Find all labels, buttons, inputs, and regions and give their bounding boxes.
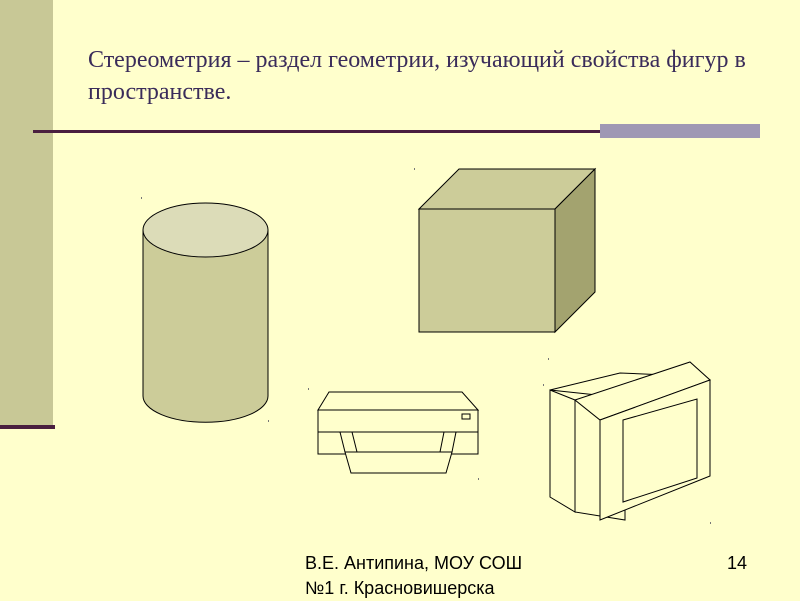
cylinder	[142, 202, 269, 423]
author-line-2: №1 г. Красновишерска	[305, 578, 495, 598]
author-line-1: В.Е. Антипина, МОУ СОШ	[305, 553, 523, 573]
slide-title: Стереометрия – раздел геометрии, изучающ…	[88, 47, 746, 105]
printer-icon	[317, 391, 480, 474]
title-divider	[33, 130, 760, 133]
left-accent-bar	[0, 0, 53, 427]
title-divider-block	[600, 124, 760, 138]
left-accent-underline	[0, 425, 55, 429]
scan-specks	[141, 168, 711, 524]
cube	[417, 167, 597, 334]
page-number: 14	[727, 553, 748, 573]
author-credit: В.Е. Антипина, МОУ СОШ №1 г. Красновишер…	[305, 551, 522, 601]
monitor-icon	[549, 361, 711, 521]
